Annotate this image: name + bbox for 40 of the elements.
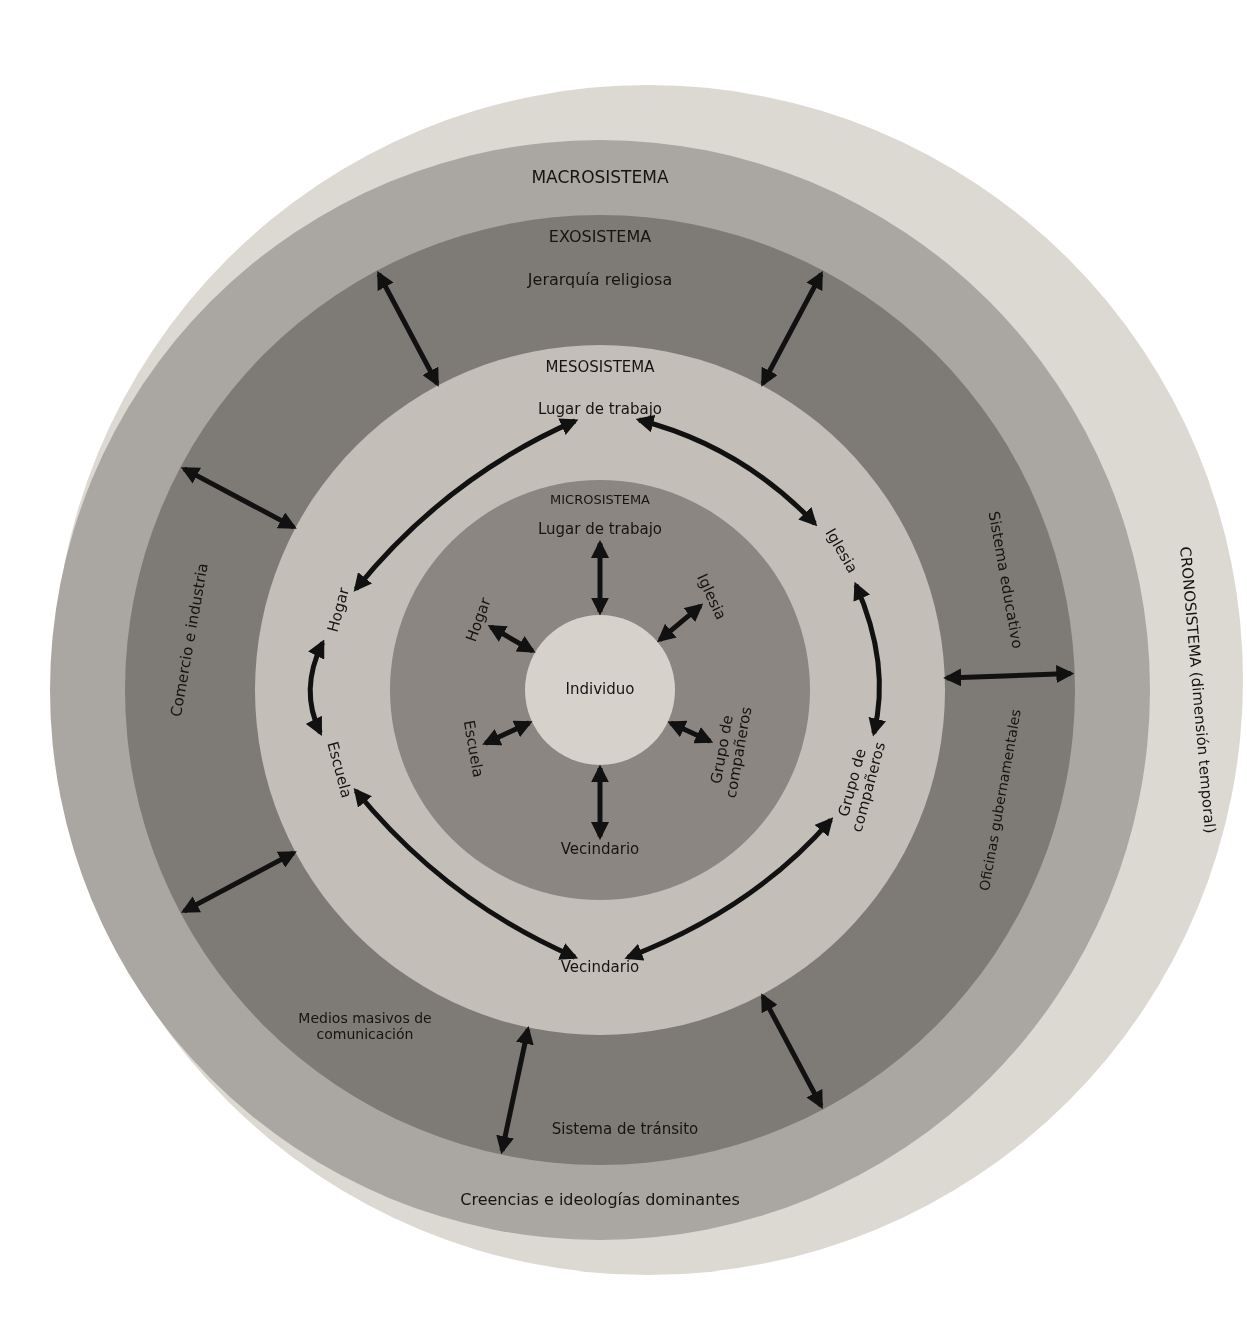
double-arrow bbox=[635, 415, 818, 527]
system-label: Lugar de trabajo bbox=[525, 401, 675, 419]
double-arrow bbox=[657, 603, 704, 643]
system-label: Comercio e industria bbox=[165, 547, 215, 733]
ring-title: MACROSISTEMA bbox=[530, 168, 670, 188]
system-label: Vecindario bbox=[552, 841, 648, 859]
system-label: Medios masivos de comunicación bbox=[289, 1009, 441, 1043]
system-label: Sistema de tránsito bbox=[542, 1121, 708, 1139]
system-label: Lugar de trabajo bbox=[525, 521, 675, 539]
double-arrow bbox=[667, 720, 714, 744]
double-arrow bbox=[591, 539, 609, 616]
double-arrow bbox=[943, 665, 1075, 687]
ring-title: EXOSISTEMA bbox=[547, 227, 653, 247]
double-arrow bbox=[180, 850, 297, 914]
system-label: Escuela bbox=[321, 733, 357, 807]
double-arrow bbox=[760, 993, 824, 1110]
double-arrow bbox=[496, 1025, 534, 1155]
double-arrow bbox=[180, 466, 297, 530]
double-arrow bbox=[853, 581, 886, 737]
ring-title: MESOSISTEMA bbox=[544, 359, 656, 377]
double-arrow bbox=[306, 639, 325, 736]
double-arrow bbox=[591, 764, 609, 841]
double-arrow bbox=[482, 720, 533, 746]
double-arrow bbox=[487, 624, 536, 654]
ring-title: MICROSISTEMA bbox=[549, 492, 651, 508]
system-label: Hogar bbox=[460, 588, 498, 652]
double-arrow bbox=[624, 817, 834, 961]
system-label: Hogar bbox=[322, 578, 356, 642]
double-arrow bbox=[376, 270, 440, 387]
system-label: Sistema educativo bbox=[982, 499, 1028, 661]
system-label: Grupo de compañeros bbox=[705, 701, 757, 801]
system-label: Escuela bbox=[458, 713, 488, 785]
center-label: Individuo bbox=[564, 681, 636, 699]
system-label: Jerarquía religiosa bbox=[515, 270, 685, 290]
double-arrow bbox=[760, 270, 824, 387]
ring-label: Creencias e ideologías dominantes bbox=[459, 1190, 741, 1210]
ring-title: CRONOSISTEMA (dimensión temporal) bbox=[1175, 544, 1220, 837]
double-arrow bbox=[353, 788, 579, 960]
system-label: Vecindario bbox=[552, 959, 648, 977]
double-arrow bbox=[353, 418, 579, 592]
